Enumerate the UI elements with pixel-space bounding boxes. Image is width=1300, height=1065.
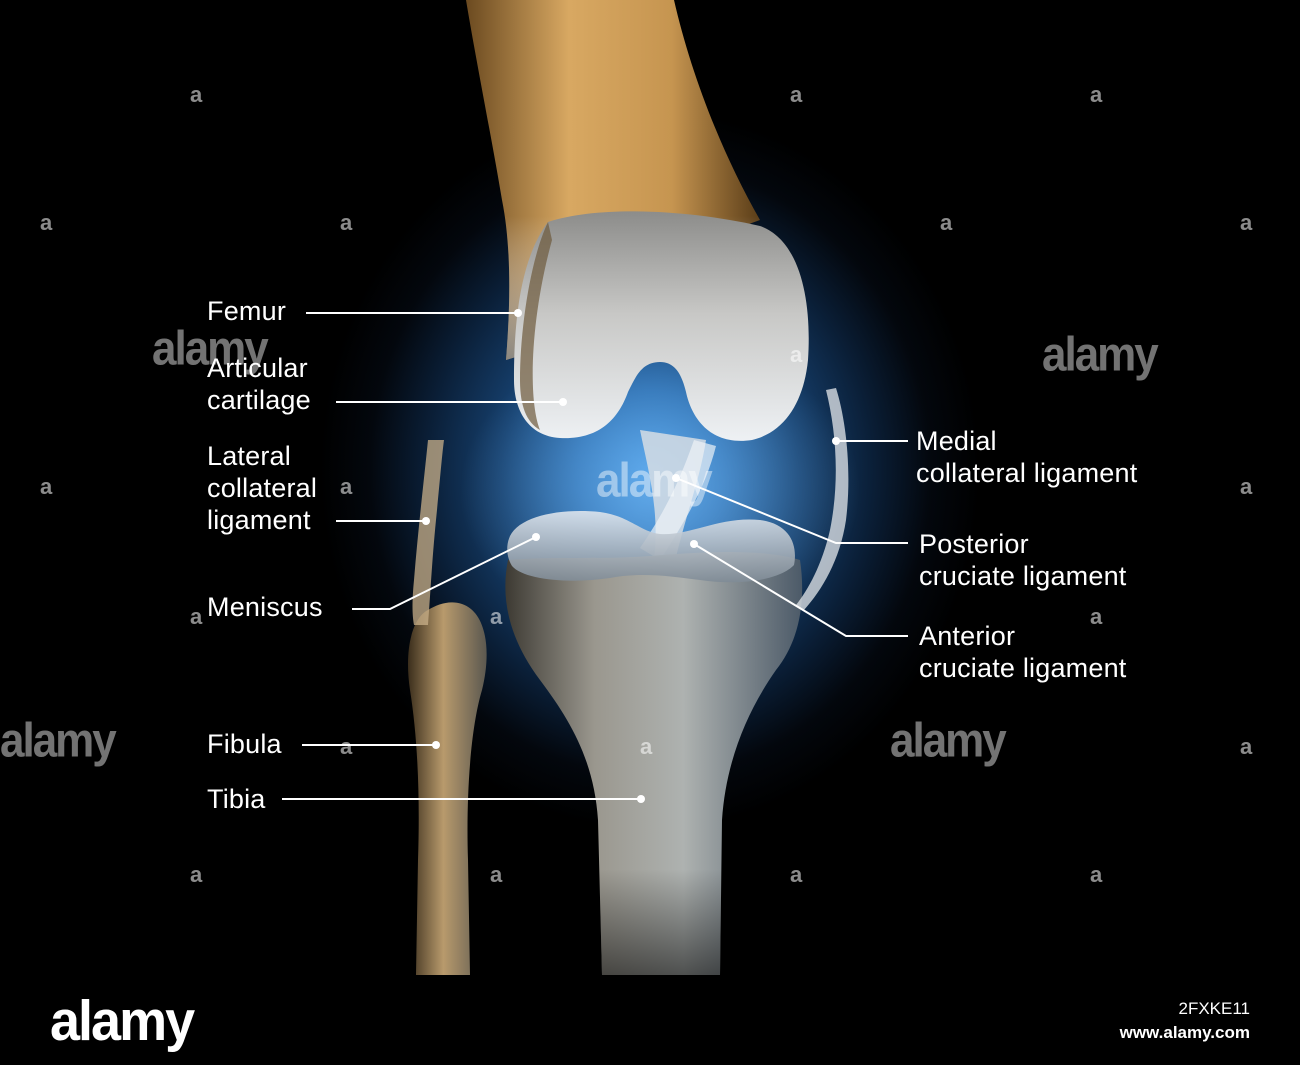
- watermark-mark: a: [1090, 862, 1103, 887]
- anterior-cruciate-dot: [690, 540, 698, 548]
- label-anterior-cruciate-ligament: Anterior cruciate ligament: [919, 621, 1127, 683]
- lateral-collateral-ligament-shape: [412, 440, 444, 625]
- watermark-mark: a: [190, 862, 203, 887]
- watermark-mark: a: [40, 474, 53, 499]
- meniscus-leader: [352, 536, 537, 610]
- femur-dot: [514, 309, 522, 317]
- watermark-mark: a: [1090, 82, 1103, 107]
- meniscus-shape: [507, 511, 795, 583]
- label-femur: Femur: [207, 296, 287, 326]
- watermark-mark: a: [940, 210, 953, 235]
- watermark-mark: a: [490, 862, 503, 887]
- fibula-bone: [408, 602, 487, 975]
- tibia-dot: [637, 795, 645, 803]
- posterior-cruciate-dot: [672, 474, 680, 482]
- watermark-mark: a: [790, 82, 803, 107]
- label-meniscus: Meniscus: [207, 592, 323, 622]
- watermark-mark: a: [340, 474, 353, 499]
- site-url[interactable]: www.alamy.com: [1119, 1023, 1250, 1042]
- watermark-logo: alamy: [890, 713, 1007, 768]
- meniscus-dot: [532, 533, 540, 541]
- watermark-mark: a: [190, 604, 203, 629]
- watermark-mark: a: [1090, 604, 1103, 629]
- watermark-mark: a: [190, 82, 203, 107]
- anterior-cruciate-leader: [693, 543, 908, 637]
- watermark-logo: alamy: [596, 453, 713, 508]
- watermark-mark: a: [790, 342, 803, 367]
- femur-edge-shadow: [520, 222, 552, 430]
- watermark-mark: a: [340, 734, 353, 759]
- watermark-mark: a: [640, 734, 653, 759]
- watermark-logo: alamy: [0, 713, 117, 768]
- medial-collateral-dot: [832, 437, 840, 445]
- watermark-mark: a: [40, 210, 53, 235]
- lateral-collateral-dot: [422, 517, 430, 525]
- knee-anatomy-illustration: [282, 0, 908, 975]
- fibula-dot: [432, 741, 440, 749]
- stock-footer: alamy 2FXKE11 www.alamy.com: [0, 975, 1300, 1065]
- watermark-mark: a: [340, 210, 353, 235]
- watermark-mark: a: [790, 862, 803, 887]
- femur-condyles: [514, 211, 809, 441]
- watermark-mark: a: [1240, 474, 1253, 499]
- watermark-mark: a: [1240, 210, 1253, 235]
- label-articular-cartilage: Articular cartilage: [207, 353, 311, 415]
- label-medial-collateral-ligament: Medial collateral ligament: [916, 426, 1138, 488]
- watermark-mark: a: [1240, 734, 1253, 759]
- watermark-logo: alamy: [1042, 327, 1159, 382]
- label-fibula: Fibula: [207, 729, 282, 759]
- watermark-logo: alamy: [152, 321, 269, 376]
- articular-cartilage-dot: [559, 398, 567, 406]
- image-id: 2FXKE11: [1178, 999, 1250, 1018]
- label-posterior-cruciate-ligament: Posterior cruciate ligament: [919, 529, 1127, 591]
- posterior-cruciate-shape: [640, 440, 716, 560]
- leader-lines: [282, 312, 908, 800]
- posterior-cruciate-leader: [675, 477, 908, 544]
- alamy-logo: alamy: [50, 989, 195, 1053]
- tibia-fade: [505, 552, 803, 975]
- leader-dots: [422, 309, 840, 803]
- label-tibia: Tibia: [207, 784, 266, 814]
- watermark-mark: a: [490, 604, 503, 629]
- label-lateral-collateral-ligament: Lateral collateral ligament: [207, 441, 318, 535]
- illustration-stage: a a a a a a a alamy a alamy a a alamy a …: [0, 0, 1300, 975]
